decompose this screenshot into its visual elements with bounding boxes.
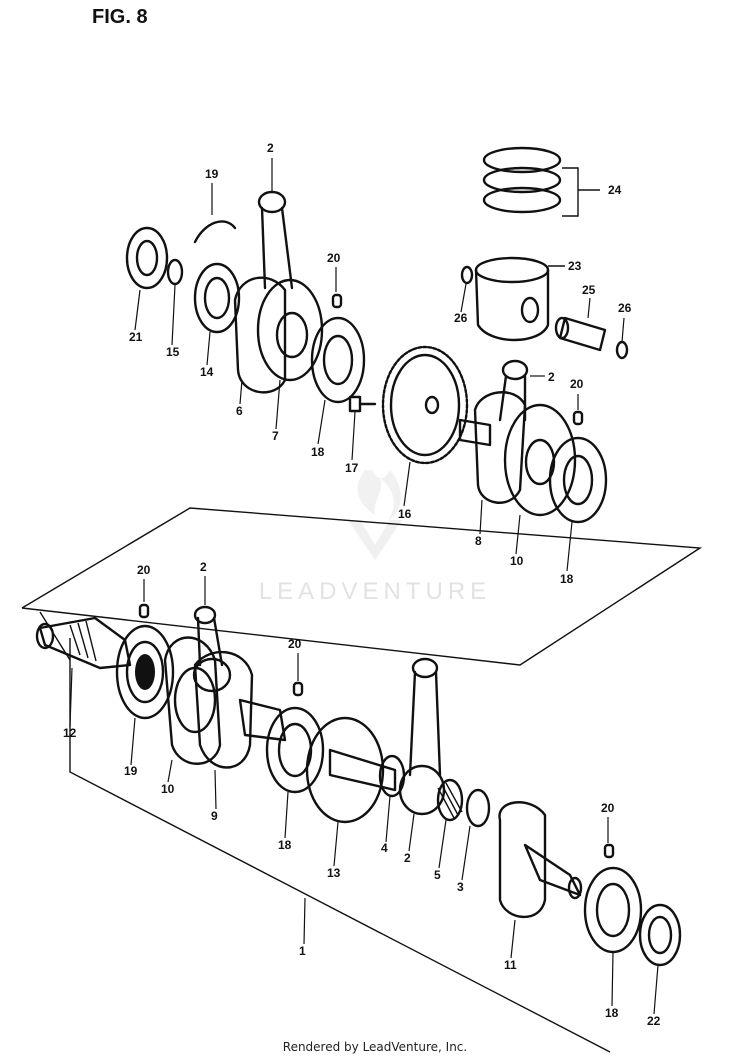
callout-18-right: 18: [560, 572, 574, 586]
part-11-crank-right: [498, 801, 583, 919]
callout-18-upper: 18: [311, 445, 325, 459]
part-2-connecting-rod-center: [398, 657, 446, 816]
part-19-circlip: [193, 220, 237, 244]
part-15-ring: [166, 258, 184, 286]
part-25-piston-pin: [554, 316, 607, 352]
callout-24: 24: [608, 183, 622, 197]
callout-8: 8: [475, 534, 482, 548]
callout-5: 5: [434, 868, 441, 882]
part-23-piston: [474, 256, 565, 342]
callout-19-upper: 19: [205, 167, 219, 181]
callout-12: 12: [63, 726, 77, 740]
part-18-bearing-upper-right: [548, 436, 608, 524]
part-17-bolt: [348, 395, 377, 413]
callout-20-right: 20: [570, 377, 584, 391]
callout-4: 4: [381, 841, 388, 855]
callout-19-lower: 19: [124, 764, 138, 778]
part-14-bearing: [193, 262, 241, 334]
callout-20-lower-c: 20: [601, 801, 615, 815]
part-22-oil-seal: [638, 903, 682, 967]
part-20-dowel-c: [603, 843, 615, 859]
part-21-oil-seal-upper: [125, 226, 169, 290]
part-20-dowel-b: [292, 681, 304, 697]
callout-25: 25: [582, 283, 596, 297]
callout-20-lower-b: 20: [288, 637, 302, 651]
callout-10-upper: 10: [510, 554, 524, 568]
watermark-text: LEADVENTURE: [258, 578, 492, 605]
callout-22: 22: [647, 1014, 661, 1028]
callout-20-upper: 20: [327, 251, 341, 265]
part-26-clip-right: [615, 340, 629, 360]
callout-20-lower-a: 20: [137, 563, 151, 577]
callout-9: 9: [211, 809, 218, 823]
part-13-crank-web-center: [305, 716, 397, 824]
callout-14: 14: [200, 365, 214, 379]
part-18-bearing-upper: [310, 316, 366, 404]
part-2-connecting-rod-left: [192, 605, 232, 693]
leader-lines: [69, 158, 659, 1015]
part-19-bearing-left: [115, 624, 175, 720]
callout-labels: 2 19 20 21 15 14 6 7 18 17 16 8 10 18 2 …: [63, 141, 661, 1028]
callout-21: 21: [129, 330, 143, 344]
callout-18-lower-b: 18: [605, 1006, 619, 1020]
callout-3: 3: [457, 880, 464, 894]
callout-17: 17: [345, 461, 359, 475]
callout-2-lower-center: 2: [404, 851, 411, 865]
part-18-bearing-lower-right: [583, 866, 643, 954]
watermark-logo-icon: [348, 470, 402, 560]
part-3-washer: [465, 788, 491, 828]
part-16-primary-gear: [381, 345, 469, 465]
part-8-10-crank-assembly-right: [458, 359, 577, 517]
callout-15: 15: [166, 345, 180, 359]
part-5-needle-bearing: [436, 778, 464, 822]
figure-title: FIG. 8: [92, 6, 148, 28]
part-6-7-crank-assembly: [233, 190, 324, 394]
callout-1: 1: [299, 944, 306, 958]
callout-2-right: 2: [548, 370, 555, 384]
callout-2-lower: 2: [200, 560, 207, 574]
assembly-frame-lines: [21, 507, 703, 1053]
callout-2-upper: 2: [267, 141, 274, 155]
part-20-dowel-e: [572, 410, 584, 426]
callout-23: 23: [568, 259, 582, 273]
callout-11: 11: [504, 958, 517, 972]
part-20-dowel-a: [138, 603, 150, 619]
part-18-bearing-lower-left: [265, 706, 325, 794]
callout-16: 16: [398, 507, 412, 521]
part-12-crankshaft-end: [35, 616, 132, 670]
callout-13: 13: [327, 866, 341, 880]
part-24-piston-rings: [482, 146, 600, 217]
part-20-dowel-d: [331, 293, 343, 309]
callout-7: 7: [272, 429, 279, 443]
callout-26-left: 26: [454, 311, 468, 325]
part-26-clip-left: [460, 265, 474, 285]
part-9-crank-web: [193, 650, 287, 769]
callout-18-lower-a: 18: [278, 838, 292, 852]
footer-credit: Rendered by LeadVenture, Inc.: [282, 1040, 468, 1054]
callout-26-right: 26: [618, 301, 632, 315]
part-10-flywheel-left: [163, 636, 222, 765]
callout-10-lower: 10: [161, 782, 175, 796]
callout-6: 6: [236, 404, 243, 418]
